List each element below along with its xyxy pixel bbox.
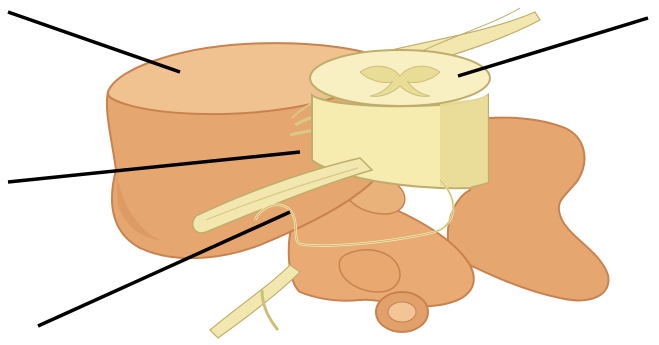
spinous-process-tip	[388, 302, 416, 322]
spinal-cord-shadow	[440, 95, 488, 187]
